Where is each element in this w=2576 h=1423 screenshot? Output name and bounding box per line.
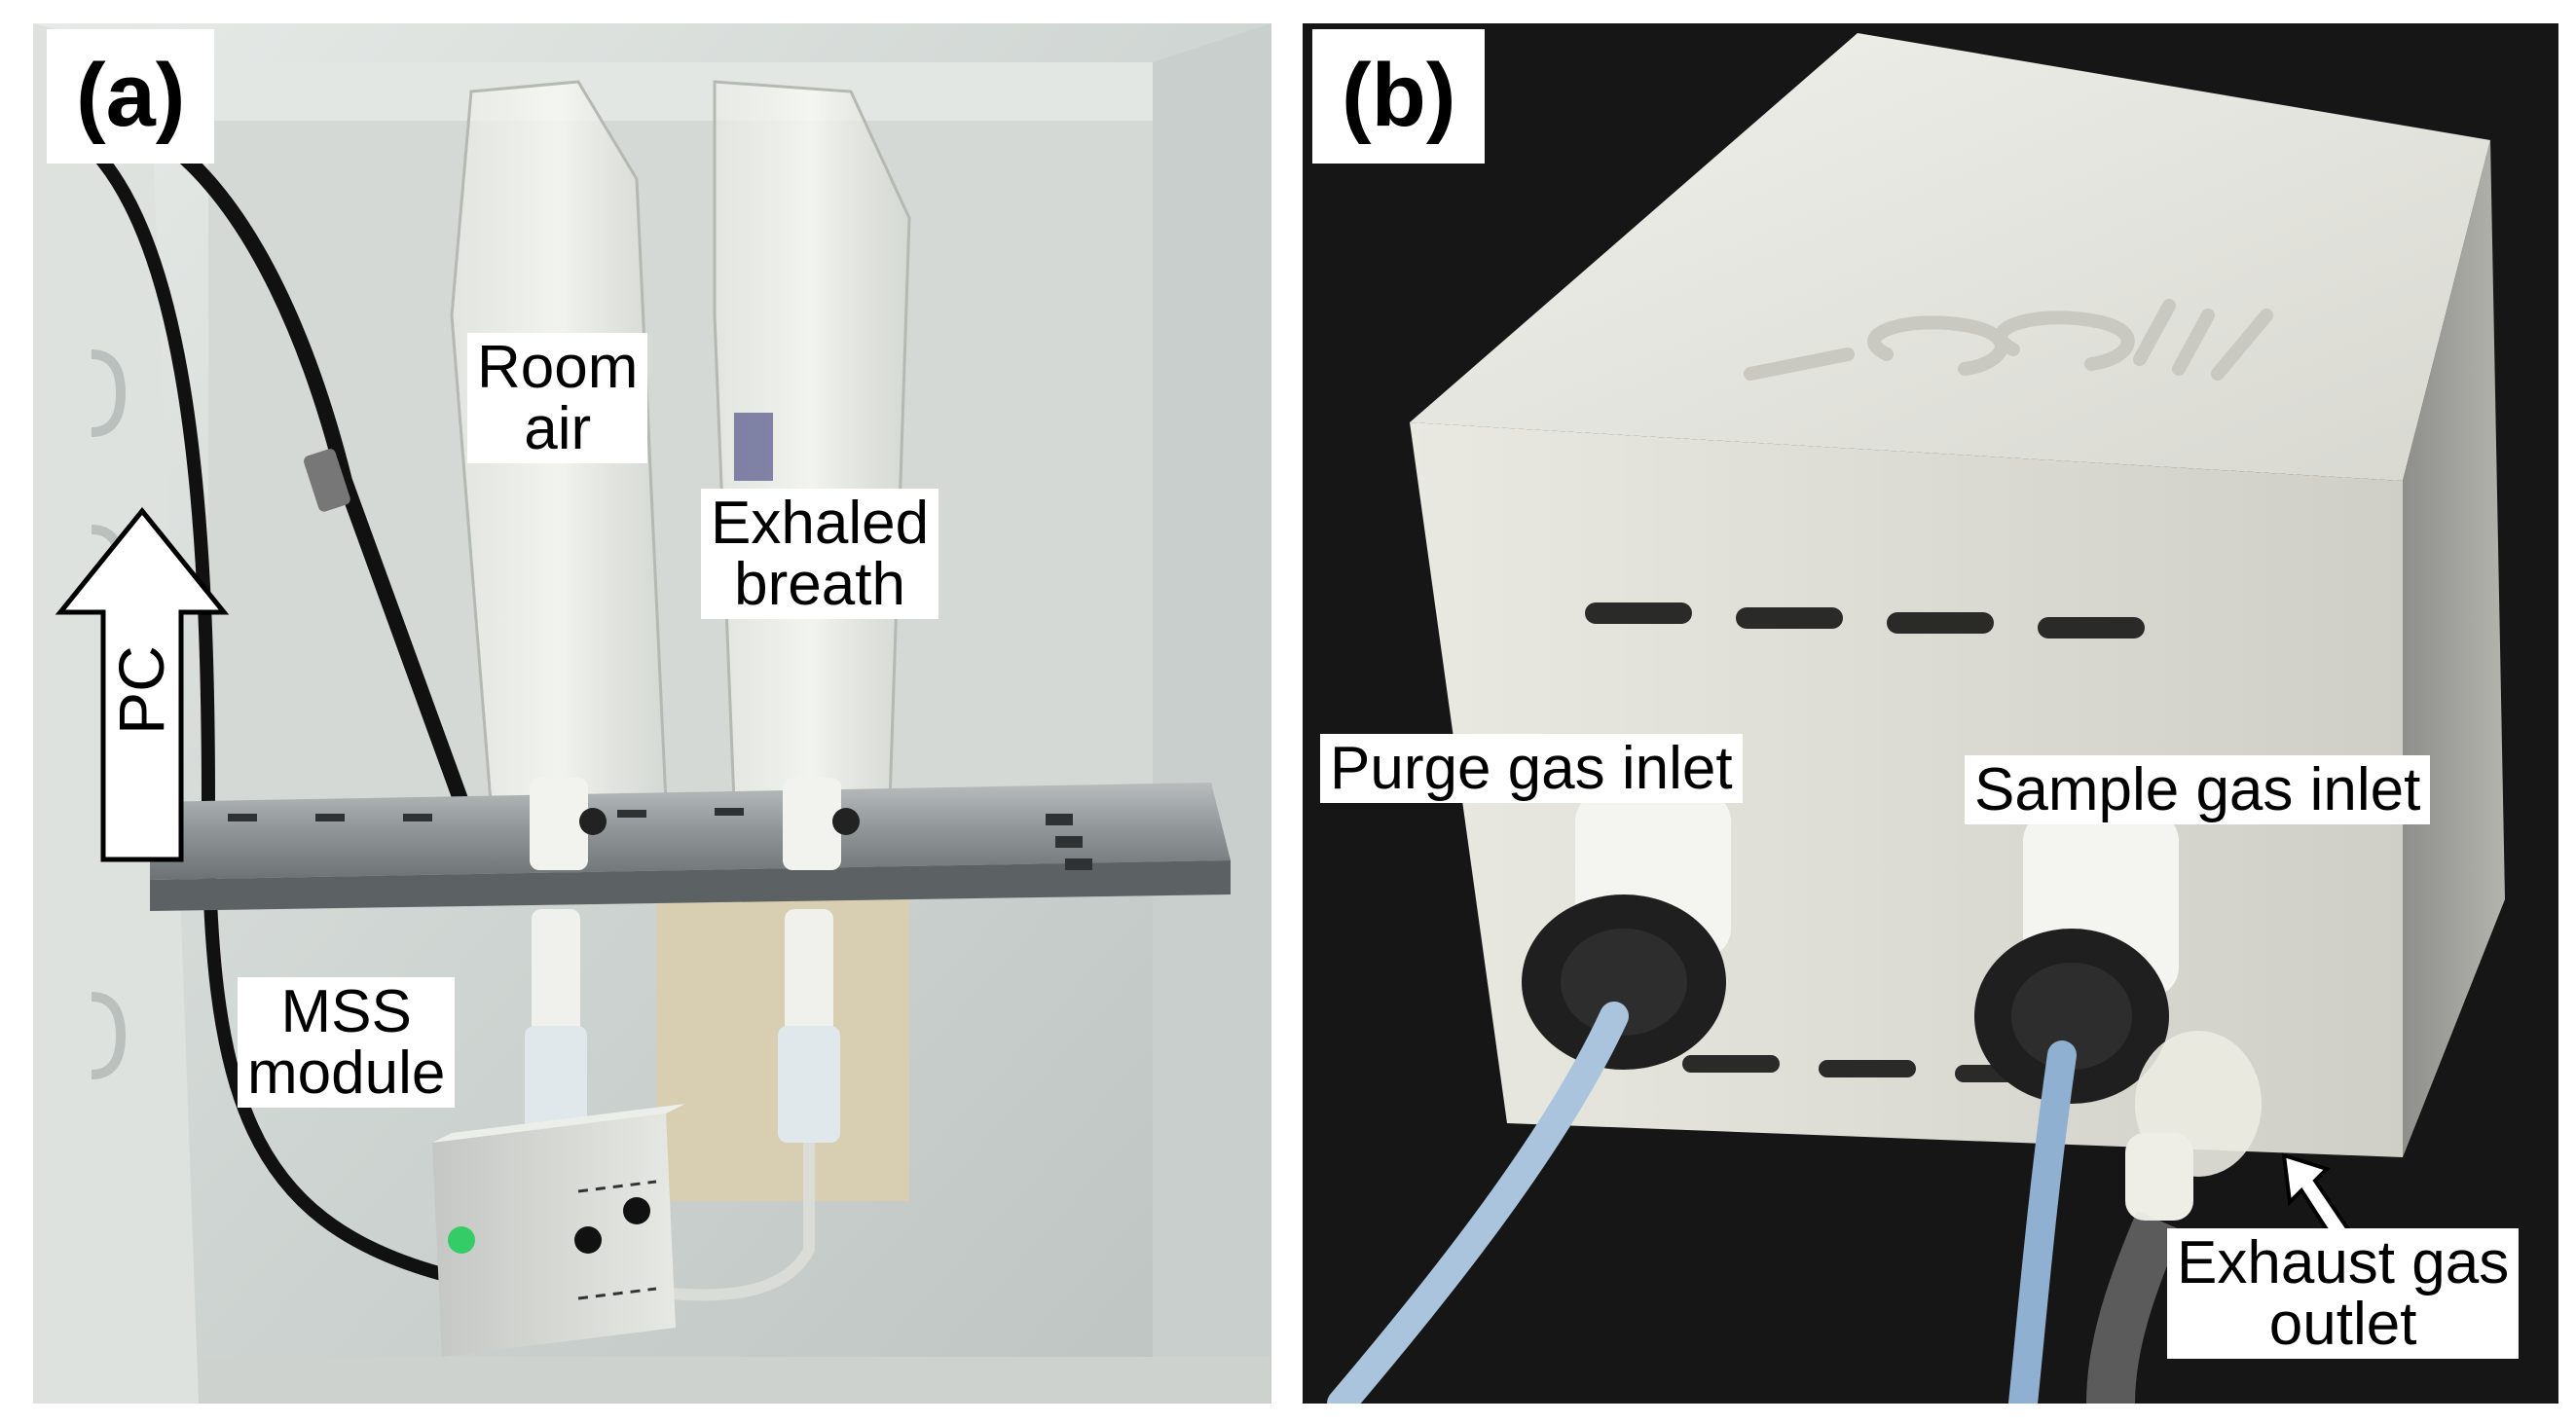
exhaled-breath-label: Exhaled breath	[701, 489, 939, 620]
exhaust-gas-outlet-label-line-1: Exhaust gas	[2177, 1229, 2510, 1296]
mss-module-label: MSS module	[238, 977, 456, 1109]
mss-module-label-line-1: MSS	[280, 978, 412, 1045]
purge-gas-inlet-label: Purge gas inlet	[1320, 734, 1743, 804]
exhaust-gas-outlet-label: Exhaust gas outlet	[2167, 1228, 2520, 1360]
panel-b-tag: (b)	[1312, 29, 1486, 164]
pc-label: PC	[105, 645, 177, 735]
exhaust-gas-outlet-label-line-2: outlet	[2268, 1291, 2417, 1359]
pc-arrow-icon	[55, 507, 230, 862]
room-air-label-line-1: Room	[477, 334, 639, 401]
room-air-label-line-2: air	[524, 395, 592, 463]
panel-a-photo: (a) Room air Exhaled breath MSS module P…	[33, 23, 1271, 1404]
refrigerator-setup-photo	[33, 23, 1271, 1404]
panel-a-tag: (a)	[47, 29, 215, 164]
mss-module-label-line-2: module	[247, 1040, 446, 1108]
exhaled-breath-label-line-2: breath	[734, 551, 905, 619]
sample-gas-inlet-label: Sample gas inlet	[1965, 755, 2431, 825]
exhaled-breath-label-line-1: Exhaled	[711, 490, 930, 557]
mss-device-photo	[1303, 23, 2558, 1404]
panel-b-photo: (b) Purge gas inlet Sample gas inlet Exh…	[1303, 23, 2558, 1404]
room-air-label: Room air	[467, 333, 648, 464]
